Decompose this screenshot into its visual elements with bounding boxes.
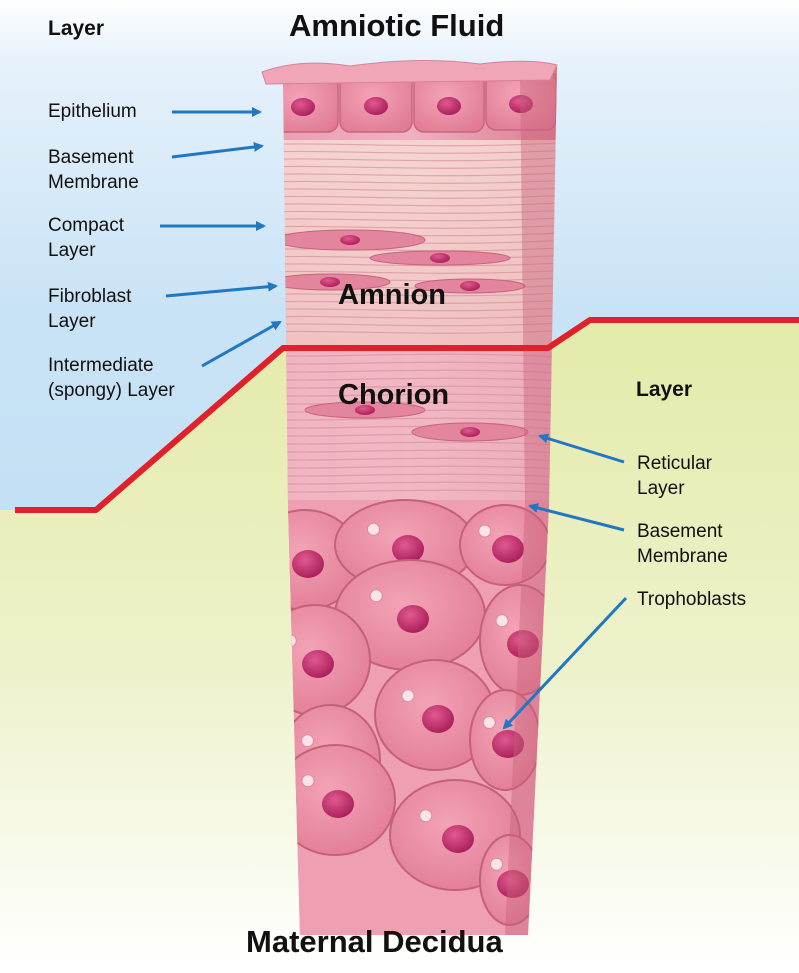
vacuole <box>302 735 314 747</box>
amniotic-fluid-title: Amniotic Fluid <box>289 8 504 44</box>
cell-nucleus <box>291 98 315 116</box>
left-layer-heading: Layer <box>48 17 104 41</box>
trophoblast-nucleus <box>292 550 324 578</box>
amnion-label: Amnion <box>338 279 446 312</box>
cell-nucleus <box>364 97 388 115</box>
vacuole <box>496 615 508 627</box>
label-line: Membrane <box>48 170 139 195</box>
trophoblast-nucleus <box>392 535 424 563</box>
vacuole <box>483 717 495 729</box>
label-compact-layer: Compact Layer <box>48 213 124 263</box>
trophoblast-nucleus <box>442 825 474 853</box>
label-line: Basement <box>48 145 139 170</box>
fibroblast-nucleus <box>320 277 340 287</box>
label-epithelium: Epithelium <box>48 99 137 124</box>
label-basement-membrane-chorion: Basement Membrane <box>637 519 728 569</box>
trophoblast-nucleus <box>322 790 354 818</box>
vacuole <box>479 525 491 537</box>
trophoblast-nucleus <box>422 705 454 733</box>
maternal-decidua-title: Maternal Decidua <box>246 924 503 960</box>
vacuole <box>370 590 382 602</box>
label-reticular-layer: Reticular Layer <box>637 451 712 501</box>
label-line: Layer <box>48 309 131 334</box>
fibroblast-nucleus <box>460 281 480 291</box>
label-fibroblast-layer: Fibroblast Layer <box>48 284 131 334</box>
trophoblast-nucleus <box>492 535 524 563</box>
right-layer-heading: Layer <box>636 378 692 402</box>
vacuole <box>368 523 380 535</box>
label-line: Trophoblasts <box>637 587 746 612</box>
label-line: Fibroblast <box>48 284 131 309</box>
fibroblast-nucleus <box>340 235 360 245</box>
vacuole <box>491 858 503 870</box>
fibroblast-nucleus <box>430 253 450 263</box>
trophoblast-nucleus <box>397 605 429 633</box>
vacuole <box>420 810 432 822</box>
fibroblast-nucleus <box>460 427 480 437</box>
label-trophoblasts: Trophoblasts <box>637 587 746 612</box>
label-line: Reticular <box>637 451 712 476</box>
tissue-wedge <box>250 60 570 940</box>
label-line: Compact <box>48 213 124 238</box>
label-line: Layer <box>637 476 712 501</box>
vacuole <box>402 690 414 702</box>
label-line: Layer <box>48 238 124 263</box>
cell-nucleus <box>437 97 461 115</box>
vacuole <box>302 775 314 787</box>
label-intermediate-layer: Intermediate (spongy) Layer <box>48 353 175 403</box>
label-line: Intermediate <box>48 353 175 378</box>
trophoblast-nucleus <box>302 650 334 678</box>
label-line: (spongy) Layer <box>48 378 175 403</box>
label-line: Basement <box>637 519 728 544</box>
label-basement-membrane-amnion: Basement Membrane <box>48 145 139 195</box>
wedge-top-face <box>262 60 557 84</box>
label-line: Membrane <box>637 544 728 569</box>
label-line: Epithelium <box>48 99 137 124</box>
chorion-label: Chorion <box>338 379 449 412</box>
